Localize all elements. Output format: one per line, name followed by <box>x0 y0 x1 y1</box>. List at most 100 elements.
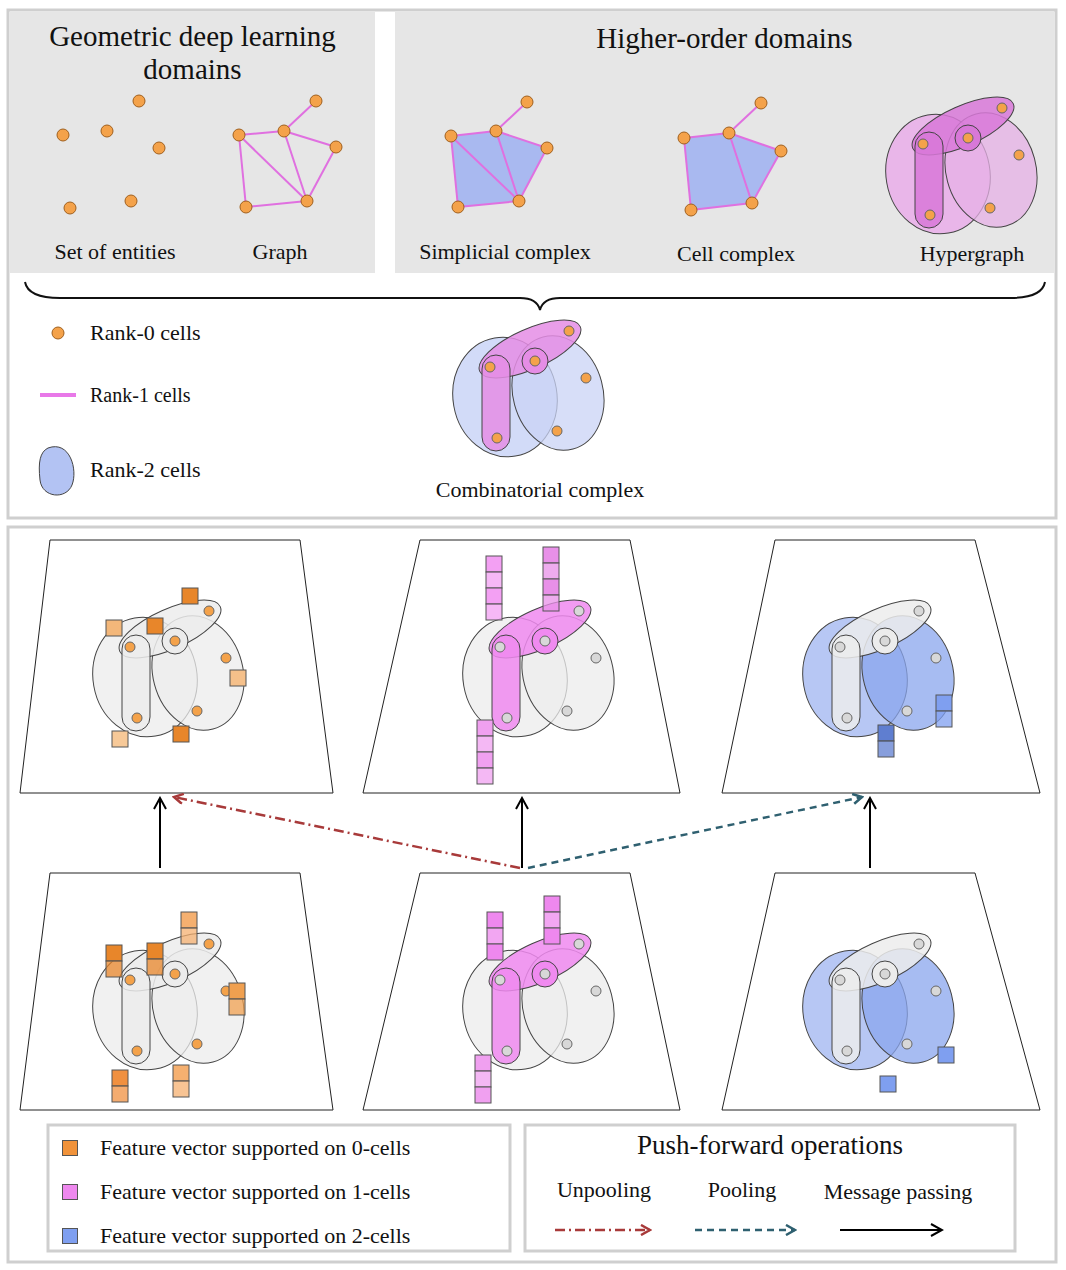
legend-box <box>48 1125 510 1251</box>
panel-heading: Higher-order domains <box>405 22 1044 55</box>
feature-cell <box>106 620 122 636</box>
figure-label: Set of entities <box>55 239 176 264</box>
feature-cell <box>544 912 560 928</box>
legend-box <box>525 1125 1015 1251</box>
edge-line <box>239 135 246 207</box>
feature-cell <box>181 928 197 944</box>
edge-line <box>307 147 336 201</box>
feature-cell <box>544 928 560 944</box>
legend-text: Rank-0 cells <box>90 320 201 345</box>
feature-cell <box>878 725 894 741</box>
feature-cell <box>878 741 894 757</box>
figure-label: Cell complex <box>677 241 795 266</box>
complex-layer <box>83 588 256 745</box>
feature-cell <box>543 579 559 595</box>
complex-layer <box>453 921 626 1078</box>
top-frame <box>8 10 1056 518</box>
feature-cell <box>486 588 502 604</box>
feature-cell <box>544 896 560 912</box>
layer-panel <box>363 873 680 1110</box>
hypergraph <box>876 85 1049 242</box>
legend-text: Feature vector supported on 0-cells <box>100 1135 410 1160</box>
panel-ground <box>395 12 1054 273</box>
domain-figures <box>10 12 1054 1110</box>
legend-swatch <box>62 1228 78 1244</box>
vertex <box>301 195 313 207</box>
feature-cell <box>106 961 122 977</box>
feature-cell <box>487 912 503 928</box>
legend-swatch <box>62 1140 78 1156</box>
feature-cell <box>147 959 163 975</box>
feature-cell <box>477 736 493 752</box>
panel-heading: Geometric deep learning domains <box>20 20 365 87</box>
legend-text: Feature vector supported on 1-cells <box>100 1179 410 1204</box>
legend-text: Rank-1 cells <box>90 384 191 407</box>
feature-cell <box>106 945 122 961</box>
layer-panel <box>722 873 1040 1110</box>
feature-cell <box>112 1086 128 1102</box>
vertex <box>240 201 252 213</box>
vertex <box>310 95 322 107</box>
edge-line <box>691 203 752 210</box>
edge-line <box>729 133 752 203</box>
feature-cell <box>936 695 952 711</box>
line-samples <box>555 1230 942 1231</box>
figure-label: Hypergraph <box>920 241 1025 266</box>
edge-line <box>284 131 336 147</box>
feature-cell <box>936 711 952 727</box>
feature-cell <box>475 1055 491 1071</box>
feature-cell <box>477 768 493 784</box>
edge-line <box>519 148 547 201</box>
complex-layer <box>793 588 966 745</box>
vertex <box>133 95 145 107</box>
vertex <box>746 197 758 209</box>
brace <box>25 282 1045 310</box>
domain-panel: Higher-order domains <box>395 12 1054 273</box>
vertex <box>755 97 767 109</box>
layer-panel <box>20 873 333 1110</box>
vertex <box>57 129 69 141</box>
vertex <box>521 96 533 108</box>
feature-cell <box>477 752 493 768</box>
feature-cell <box>543 595 559 611</box>
legend-samples <box>39 327 76 495</box>
feature-cell <box>173 1065 189 1081</box>
feature-cell <box>475 1071 491 1087</box>
feature-cell <box>112 1070 128 1086</box>
edge-line <box>246 201 307 207</box>
feature-cell <box>147 943 163 959</box>
figure-label: Graph <box>253 239 308 264</box>
edge-line <box>729 103 761 133</box>
vertex <box>723 127 735 139</box>
edge-line <box>496 131 519 201</box>
vertex <box>685 204 697 216</box>
feature-cell <box>543 547 559 563</box>
feature-cell <box>543 563 559 579</box>
vertex <box>678 132 690 144</box>
vertex <box>125 195 137 207</box>
feature-cell <box>112 731 128 747</box>
edge-line <box>752 151 781 203</box>
complex-layer <box>793 921 966 1078</box>
vertex <box>278 125 290 137</box>
edge-line <box>451 131 496 136</box>
face <box>496 131 547 201</box>
vertex <box>490 125 502 137</box>
figure-label: Combinatorial complex <box>436 477 644 502</box>
feature-cell <box>182 588 198 604</box>
edge-line <box>684 138 691 210</box>
vertex <box>233 129 245 141</box>
feature-cell <box>173 726 189 742</box>
feature-cell <box>477 720 493 736</box>
layer-panel <box>20 540 333 793</box>
legend-text: Feature vector supported on 2-cells <box>100 1223 410 1248</box>
face <box>729 133 781 203</box>
feature-cell <box>181 912 197 928</box>
vertex <box>330 141 342 153</box>
complex-layer <box>453 588 626 745</box>
push-forward-arrows <box>160 797 870 868</box>
feature-cell <box>486 604 502 620</box>
feature-cell <box>147 618 163 634</box>
legend-swatch <box>62 1184 78 1200</box>
